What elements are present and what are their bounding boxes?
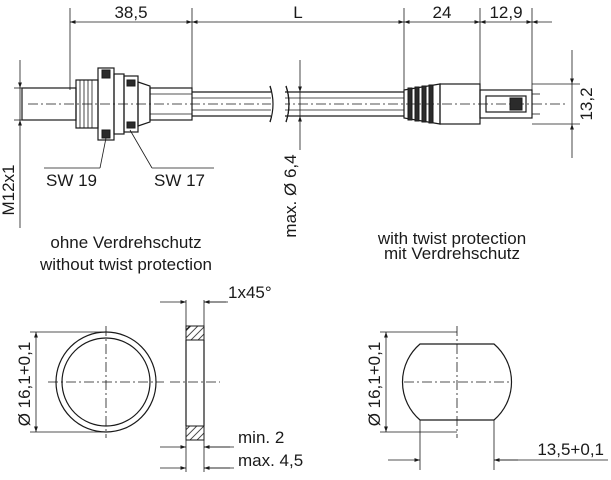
flatted-cutout-view	[380, 326, 608, 470]
dim-washer-min: min. 2	[238, 428, 284, 447]
dim-wrench-b: SW 17	[154, 171, 205, 190]
dim-left-housing: 38,5	[114, 3, 147, 22]
dim-plug-tip: 12,9	[489, 3, 522, 22]
dim-cable-diameter: max. Ø 6,4	[281, 154, 300, 237]
dim-chamfer: 1x45°	[228, 283, 272, 302]
dim-plug-height: 13,2	[577, 87, 596, 120]
label-without-en: without twist protection	[39, 255, 212, 274]
dim-wrench-a: SW 19	[46, 171, 97, 190]
cable-assembly-side-view	[14, 8, 580, 228]
round-cutout-view	[30, 326, 164, 438]
dim-thread: M12x1	[0, 164, 18, 215]
washer-section-view	[160, 300, 234, 472]
dim-hole-round: Ø 16,1+0,1	[15, 342, 34, 427]
dim-plug-length: 24	[433, 3, 452, 22]
dim-flat-width: 13,5+0,1	[537, 440, 604, 459]
label-with-de: mit Verdrehschutz	[384, 244, 520, 263]
label-with-en: with twist protection	[377, 229, 526, 248]
label-without-de: ohne Verdrehschutz	[50, 233, 201, 252]
dim-washer-max: max. 4,5	[238, 451, 303, 470]
dim-hole-flat: Ø 16,1+0,1	[365, 342, 384, 427]
dim-cable-length: L	[293, 3, 302, 22]
